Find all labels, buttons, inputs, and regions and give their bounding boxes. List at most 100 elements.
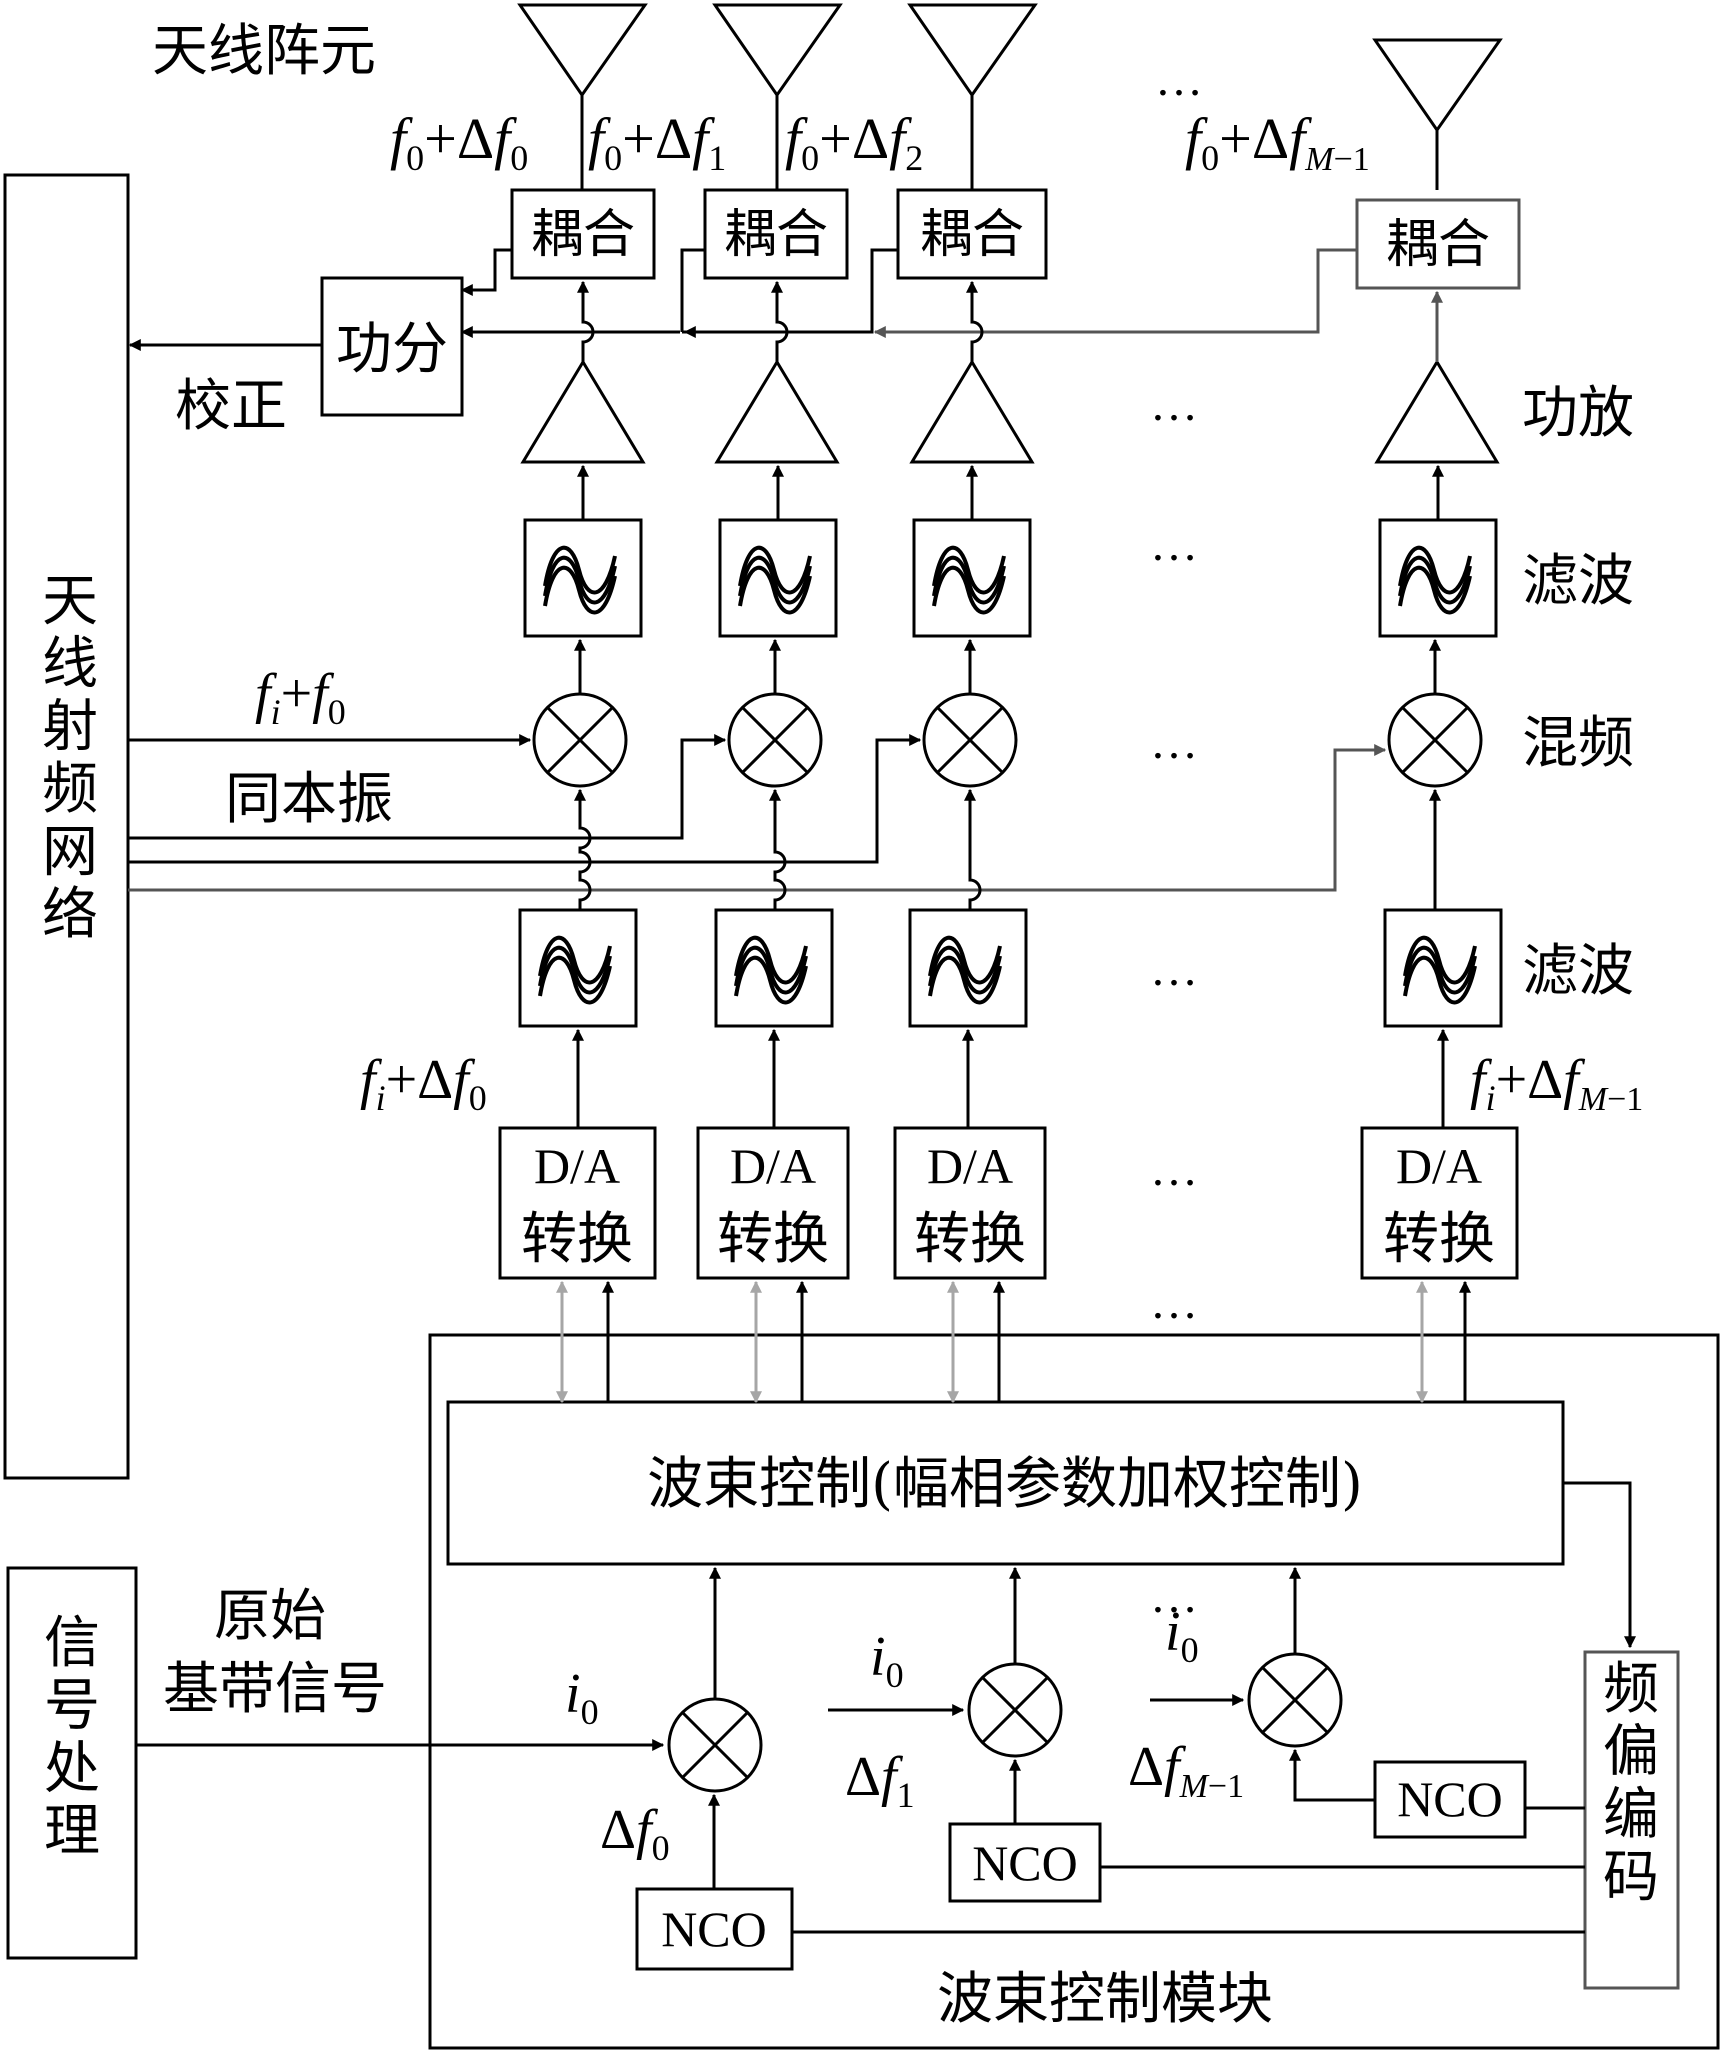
coupler-feedback-2 (683, 248, 898, 338)
filter-to-pa-arrows (577, 464, 1444, 520)
svg-text:i0: i0 (1165, 1601, 1199, 1670)
svg-text:NCO: NCO (972, 1835, 1078, 1891)
dac-freq-label-M-1: fi+ΔfM−1 (1470, 1049, 1643, 1118)
bb-mixer-to-beam-arrows (709, 1566, 1301, 1699)
coupler-label: 耦合 (1386, 215, 1490, 275)
power-splitter-label: 功分 (336, 317, 448, 382)
coupler-1: 耦合 (703, 188, 849, 280)
svg-text:…: … (1150, 1276, 1198, 1329)
svg-text:D/A: D/A (534, 1138, 620, 1194)
vertical-char: 信 (44, 1611, 100, 1676)
svg-text:Δf1: Δf1 (845, 1746, 915, 1815)
svg-text:f0+Δf1: f0+Δf1 (588, 106, 726, 178)
mixer-1 (727, 692, 823, 788)
mixer-M-1 (1387, 692, 1483, 788)
antenna-freq-label-1: f0+Δf1 (588, 106, 726, 178)
filter-lower-0 (518, 908, 638, 1028)
baseband-label-line2: 基带信号 (163, 1657, 387, 1722)
antenna-0 (517, 3, 648, 190)
antenna-rf-network-label: 天线射频网络 (42, 569, 98, 948)
filter-lower-2 (908, 908, 1028, 1028)
i0-label-1: i0 (870, 1626, 904, 1695)
coupler-0: 耦合 (510, 188, 656, 280)
vertical-char: 线 (42, 632, 98, 697)
filter-upper-2 (912, 518, 1032, 638)
coupler-feedback-1 (680, 248, 705, 332)
svg-text:转换: 转换 (1383, 1207, 1495, 1272)
df1-label: Δf1 (845, 1746, 915, 1815)
svg-text:Δf0: Δf0 (600, 1799, 670, 1868)
coupler-M-1: 耦合 (1355, 198, 1521, 290)
antenna-M-1 (1372, 38, 1503, 190)
svg-text:…: … (1150, 716, 1198, 769)
svg-text:D/A: D/A (927, 1138, 1013, 1194)
dac-0: D/A 转换 (498, 1126, 657, 1280)
lo-label-fi-f0: fi+f0 (255, 663, 346, 732)
mixer-to-filter-arrows (574, 638, 1441, 694)
antenna-freq-label-0: f0+Δf0 (390, 106, 528, 178)
dac-freq-label-0: fi+Δf0 (360, 1049, 487, 1118)
beam-to-encoder-arrow (1563, 1481, 1636, 1649)
svg-text:…: … (1150, 518, 1198, 571)
svg-text:…: … (1150, 1143, 1198, 1196)
mixer-0 (532, 692, 628, 788)
vertical-char: 编 (1603, 1782, 1659, 1847)
dac-beam-control-links (556, 1280, 1471, 1404)
filter-upper-M-1 (1378, 518, 1498, 638)
signal-processing-label: 信号处理 (44, 1611, 100, 1864)
bb-mixer-1 (967, 1662, 1063, 1758)
vertical-char: 理 (44, 1799, 100, 1864)
coupler-2: 耦合 (896, 188, 1048, 280)
antenna-2 (907, 3, 1038, 190)
power-amp-0 (520, 359, 646, 464)
filter-upper-0 (523, 518, 643, 638)
svg-text:f0+Δf0: f0+Δf0 (390, 106, 528, 178)
power-amp-M-1 (1374, 359, 1500, 464)
svg-text:转换: 转换 (914, 1207, 1026, 1272)
vertical-char: 天 (42, 569, 98, 634)
beam-control-block: 波束控制(幅相参数加权控制) (446, 1400, 1565, 1566)
ellipsis-column: … … … … … … (1150, 378, 1198, 1329)
svg-text:f0+ΔfM−1: f0+ΔfM−1 (1185, 106, 1370, 178)
vertical-char: 频 (1603, 1657, 1659, 1722)
vertical-char: 偏 (1603, 1720, 1659, 1785)
power-splitter: 功分 (320, 276, 464, 417)
antenna-freq-label-M-1: f0+ΔfM−1 (1185, 106, 1370, 178)
dac-1: D/A 转换 (696, 1126, 850, 1280)
coupler-label: 耦合 (724, 205, 828, 265)
svg-text:NCO: NCO (1397, 1771, 1503, 1827)
vertical-char: 码 (1603, 1845, 1659, 1910)
vertical-char: 络 (42, 883, 98, 948)
encoder-to-nco-lines (792, 1806, 1585, 1934)
filter-lower-M-1 (1383, 908, 1503, 1028)
mixing-label: 混频 (1522, 711, 1634, 776)
calibration-label: 校正 (175, 374, 287, 439)
filter-upper-1 (718, 518, 838, 638)
vertical-char: 网 (42, 820, 98, 885)
freq-offset-encoding-label: 频偏编码 (1603, 1657, 1659, 1910)
svg-text:…: … (1150, 943, 1198, 996)
ellipsis-bb: … (1150, 1570, 1198, 1623)
filter-to-mixer-arrows (574, 788, 1441, 910)
baseband-label-line1: 原始 (214, 1584, 326, 1649)
antenna-rf-network-block: 天线射频网络 (3, 173, 130, 1480)
dfM1-label: ΔfM−1 (1128, 1736, 1244, 1805)
vertical-char: 处 (44, 1736, 100, 1801)
power-amp-1 (714, 359, 840, 464)
signal-processing-block: 信号处理 (6, 1566, 138, 1960)
dac-M-1: D/A 转换 (1360, 1126, 1519, 1280)
svg-text:fi+ΔfM−1: fi+ΔfM−1 (1470, 1049, 1643, 1118)
antenna-freq-label-2: f0+Δf2 (785, 106, 923, 178)
svg-text:转换: 转换 (521, 1207, 633, 1272)
svg-text:i0: i0 (870, 1626, 904, 1695)
svg-text:D/A: D/A (730, 1138, 816, 1194)
beam-control-module-label: 波束控制模块 (937, 1967, 1273, 2032)
nco-to-mixer-arrows (708, 1748, 1375, 1889)
svg-text:D/A: D/A (1396, 1138, 1482, 1194)
svg-text:NCO: NCO (661, 1901, 767, 1957)
filter-upper-label: 滤波 (1522, 549, 1634, 614)
svg-text:i0: i0 (565, 1663, 599, 1732)
svg-text:fi+f0: fi+f0 (255, 663, 346, 732)
filter-lower-label: 滤波 (1522, 939, 1634, 1004)
